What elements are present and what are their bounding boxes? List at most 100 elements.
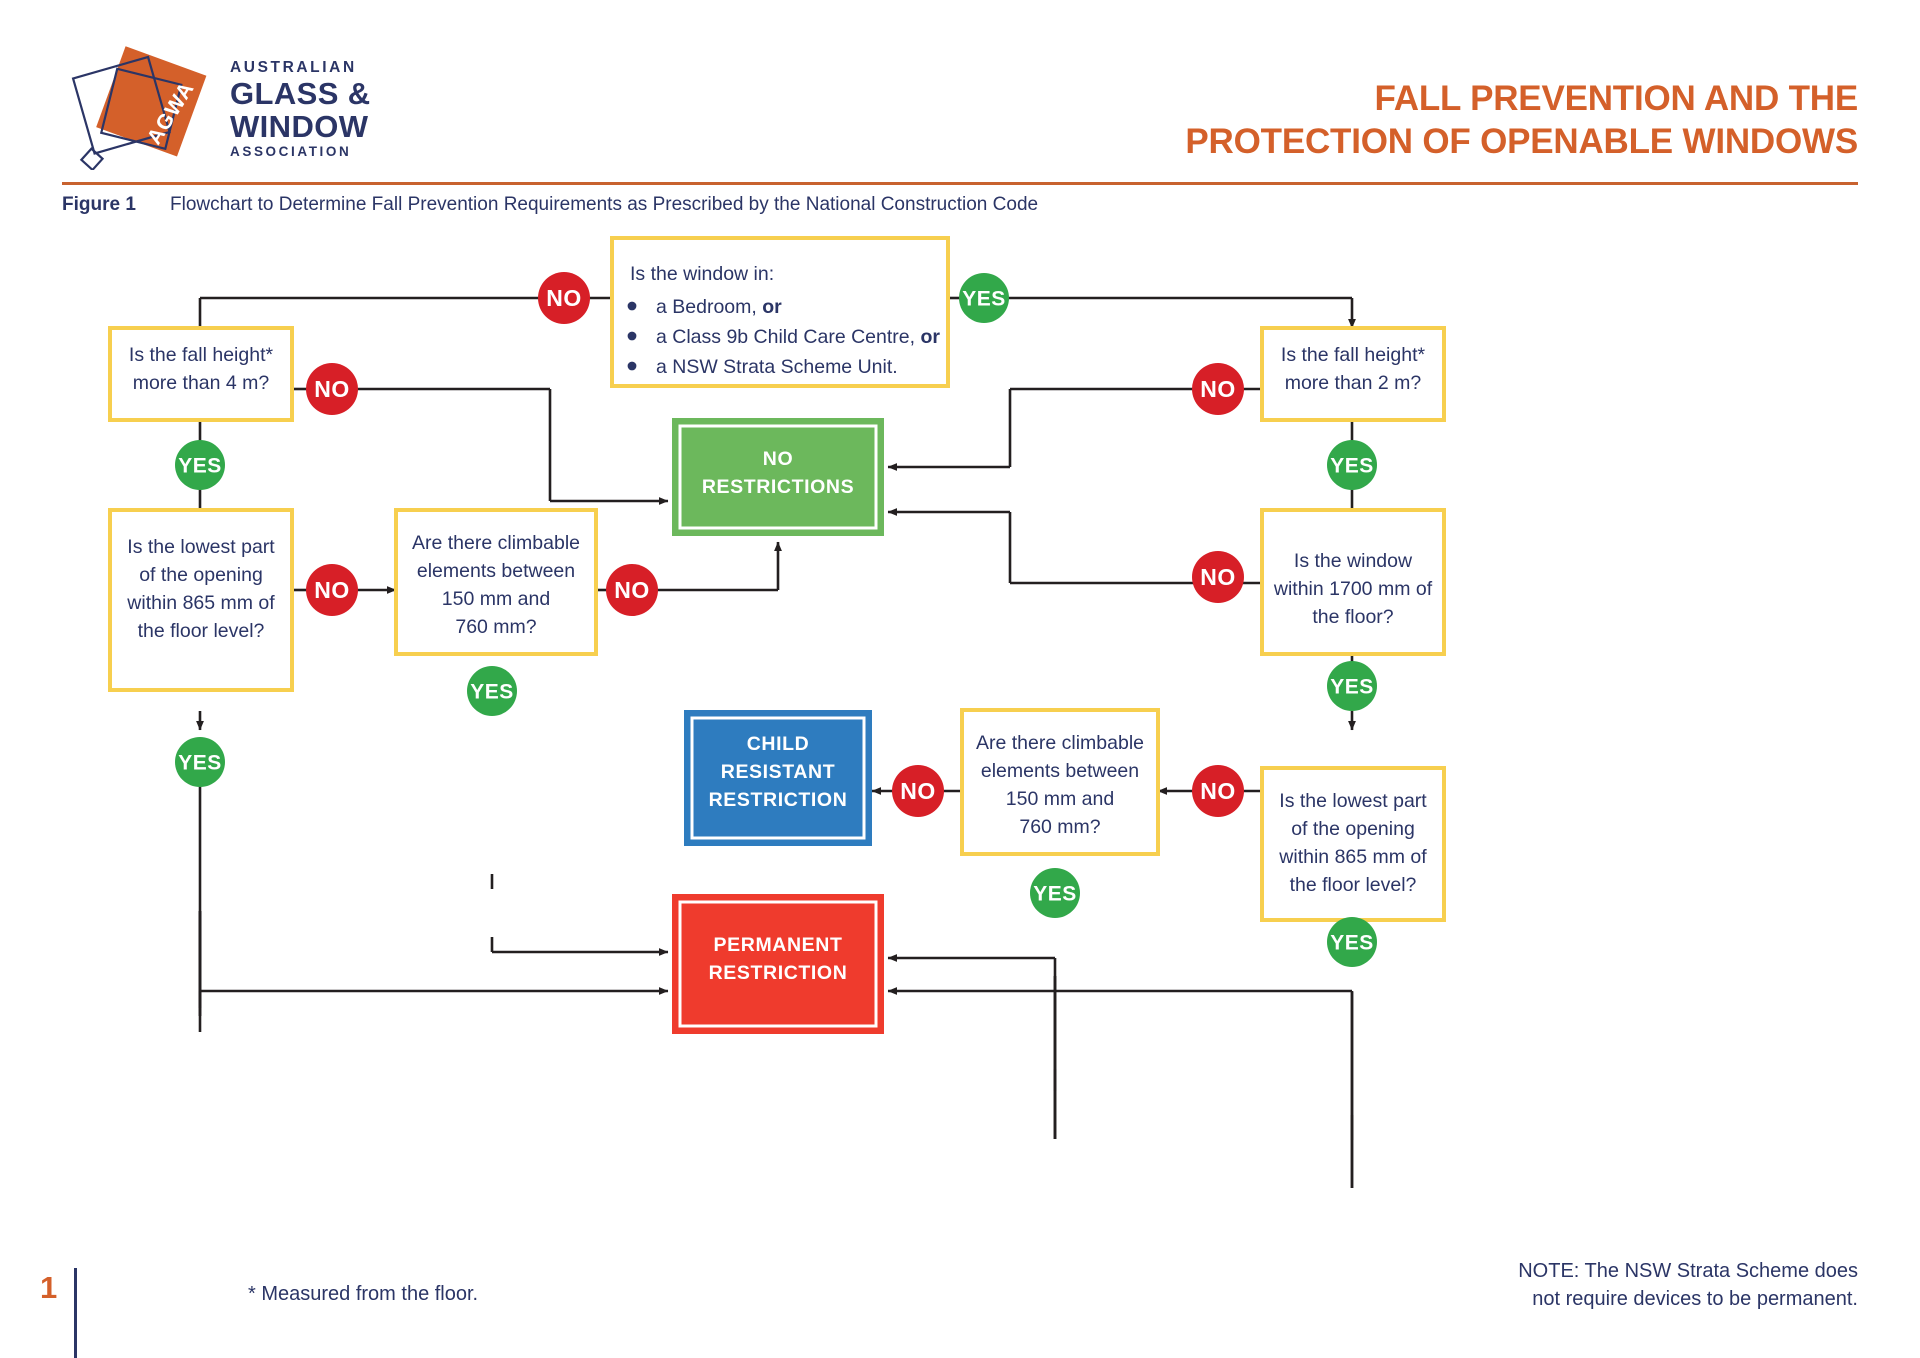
node-within-1700-line2: within 1700 mm of <box>1273 578 1433 600</box>
node-permanent-line1: PERMANENT <box>714 934 843 956</box>
yes-badge-circle <box>175 737 225 787</box>
badge-no-fall-height-2m[interactable]: NO <box>1192 363 1244 415</box>
node-no-restrictions[interactable]: NO RESTRICTIONS <box>672 418 884 536</box>
badge-no-fall-height-4m[interactable]: NO <box>306 363 358 415</box>
node-window-in-bullet3: a NSW Strata Scheme Unit. <box>656 356 898 378</box>
node-no-restrictions-line1: NO <box>763 448 793 470</box>
logo-line-glass: GLASS & <box>230 75 371 111</box>
badge-label: NO <box>314 376 350 402</box>
node-climbable-right-line4: 760 mm? <box>1019 816 1100 838</box>
badge-no-top-left[interactable]: NO <box>538 272 590 324</box>
page-title-line1: FALL PREVENTION AND THE <box>1374 79 1859 118</box>
bullet-dot-icon <box>627 331 637 341</box>
node-fall-height-2m-line1: Is the fall height* <box>1281 344 1426 366</box>
badge-yes-lowest-right[interactable]: YES <box>1327 917 1377 967</box>
node-climbable-right[interactable]: Are there climbable elements between 150… <box>960 708 1160 856</box>
node-lowest-part-right-line1: Is the lowest part <box>1279 790 1427 812</box>
node-lowest-part-left-line2: of the opening <box>139 564 263 586</box>
badge-yes-fall-height-2m[interactable]: YES <box>1327 440 1377 490</box>
node-child-resistant-line2: RESISTANT <box>721 761 835 783</box>
badge-label: YES <box>1330 676 1374 699</box>
badge-yes-climbable-left[interactable]: YES <box>467 666 517 716</box>
header-divider <box>62 182 1858 185</box>
badge-label: YES <box>962 288 1006 311</box>
node-no-restrictions-line2: RESTRICTIONS <box>702 476 854 498</box>
badge-no-lowest-part-left[interactable]: NO <box>306 564 358 616</box>
bullet-dot-icon <box>627 361 637 371</box>
node-climbable-right-line2: elements between <box>981 760 1139 782</box>
node-lowest-part-left-line3: within 865 mm of <box>126 592 275 614</box>
yes-badge-circle <box>467 666 517 716</box>
node-fall-height-2m[interactable]: Is the fall height* more than 2 m? <box>1260 326 1446 422</box>
node-climbable-left-line1: Are there climbable <box>412 532 580 554</box>
badge-yes-lowest-left[interactable]: YES <box>175 737 225 787</box>
node-child-resistant-line3: RESTRICTION <box>709 789 848 811</box>
badge-yes-fall-height-4m[interactable]: YES <box>175 440 225 490</box>
flowchart: Is the fall height* more than 4 m? Is th… <box>108 236 1446 1188</box>
bullet-dot-icon <box>627 301 637 311</box>
badge-label: YES <box>1033 883 1077 906</box>
no-badge-circle <box>1192 363 1244 415</box>
node-lowest-part-right-line3: within 865 mm of <box>1278 846 1427 868</box>
yes-badge-circle <box>1327 440 1377 490</box>
node-lowest-part-left-line4: the floor level? <box>138 620 265 642</box>
node-child-resistant-restriction[interactable]: CHILD RESISTANT RESTRICTION <box>684 710 872 846</box>
badge-yes-within-1700[interactable]: YES <box>1327 661 1377 711</box>
no-badge-circle <box>1192 765 1244 817</box>
badge-no-child-resistant[interactable]: NO <box>892 765 944 817</box>
connector-lines-main <box>198 912 1354 1188</box>
node-fall-height-4m-line1: Is the fall height* <box>129 344 274 366</box>
node-permanent-restriction[interactable]: PERMANENT RESTRICTION <box>672 894 884 1034</box>
figure-caption-text: Flowchart to Determine Fall Prevention R… <box>170 194 1039 215</box>
node-child-resistant-line1: CHILD <box>747 733 810 755</box>
agwa-logo-wordmark: AUSTRALIAN GLASS & WINDOW ASSOCIATION <box>230 60 371 158</box>
footnote-measured-from-floor: * Measured from the floor. <box>248 1283 479 1305</box>
node-climbable-left[interactable]: Are there climbable elements between 150… <box>394 508 598 656</box>
yes-badge-circle <box>1030 868 1080 918</box>
node-fall-height-4m[interactable]: Is the fall height* more than 4 m? <box>108 326 294 422</box>
note-nsw-strata: NOTE: The NSW Strata Scheme does not req… <box>1518 1258 1858 1313</box>
badge-label: YES <box>1330 932 1374 955</box>
node-permanent-line2: RESTRICTION <box>709 962 848 984</box>
badge-no-climbable-right[interactable]: NO <box>1192 765 1244 817</box>
note-line1: NOTE: The NSW Strata Scheme does <box>1518 1260 1858 1282</box>
node-window-in-bullet2: a Class 9b Child Care Centre, or <box>656 326 940 348</box>
note-line2: not require devices to be permanent. <box>1532 1287 1858 1310</box>
node-lowest-part-left-line1: Is the lowest part <box>127 536 275 558</box>
node-climbable-right-line3: 150 mm and <box>1006 788 1114 810</box>
no-badge-circle <box>306 363 358 415</box>
node-window-in[interactable]: Is the window in: a Bedroom, or a Class … <box>610 236 950 388</box>
node-window-in-bullet1: a Bedroom, or <box>656 296 782 318</box>
badge-no-climbable-left[interactable]: NO <box>606 564 658 616</box>
badge-label: NO <box>546 285 582 311</box>
badge-yes-climbable-right[interactable]: YES <box>1030 868 1080 918</box>
no-badge-circle <box>892 765 944 817</box>
no-badge-circle <box>606 564 658 616</box>
node-within-1700-line1: Is the window <box>1294 550 1413 572</box>
page-number-rule <box>74 1268 77 1358</box>
agwa-logo-mark: AGWA <box>71 46 207 170</box>
node-lowest-part-left[interactable]: Is the lowest part of the opening within… <box>108 508 294 692</box>
no-badge-circle <box>538 272 590 324</box>
node-climbable-left-line2: elements between <box>417 560 575 582</box>
node-lowest-part-right[interactable]: Is the lowest part of the opening within… <box>1260 766 1446 922</box>
badge-no-within-1700[interactable]: NO <box>1192 551 1244 603</box>
badge-label: YES <box>1330 455 1374 478</box>
node-within-1700[interactable]: Is the window within 1700 mm of the floo… <box>1260 508 1446 656</box>
badge-yes-top-right[interactable]: YES <box>959 273 1009 323</box>
node-window-in-heading: Is the window in: <box>630 263 774 285</box>
badge-label: NO <box>900 778 936 804</box>
yes-badge-circle <box>959 273 1009 323</box>
figure-label: Figure 1 <box>62 194 136 215</box>
yes-badge-circle <box>1327 917 1377 967</box>
node-climbable-left-line3: 150 mm and <box>442 588 550 610</box>
agwa-logo: AGWA AUSTRALIAN GLASS & WINDOW ASSOCIATI… <box>62 42 392 170</box>
node-within-1700-line3: the floor? <box>1312 606 1393 628</box>
yes-badge-circle <box>175 440 225 490</box>
no-badge-circle <box>1192 551 1244 603</box>
decision-badges: NO YES NO NO YES YES NO NO NO YES YES YES NO NO YES YES <box>175 272 1377 967</box>
logo-line-window: WINDOW <box>230 108 369 144</box>
badge-label: YES <box>470 681 514 704</box>
badge-label: NO <box>1200 564 1236 590</box>
